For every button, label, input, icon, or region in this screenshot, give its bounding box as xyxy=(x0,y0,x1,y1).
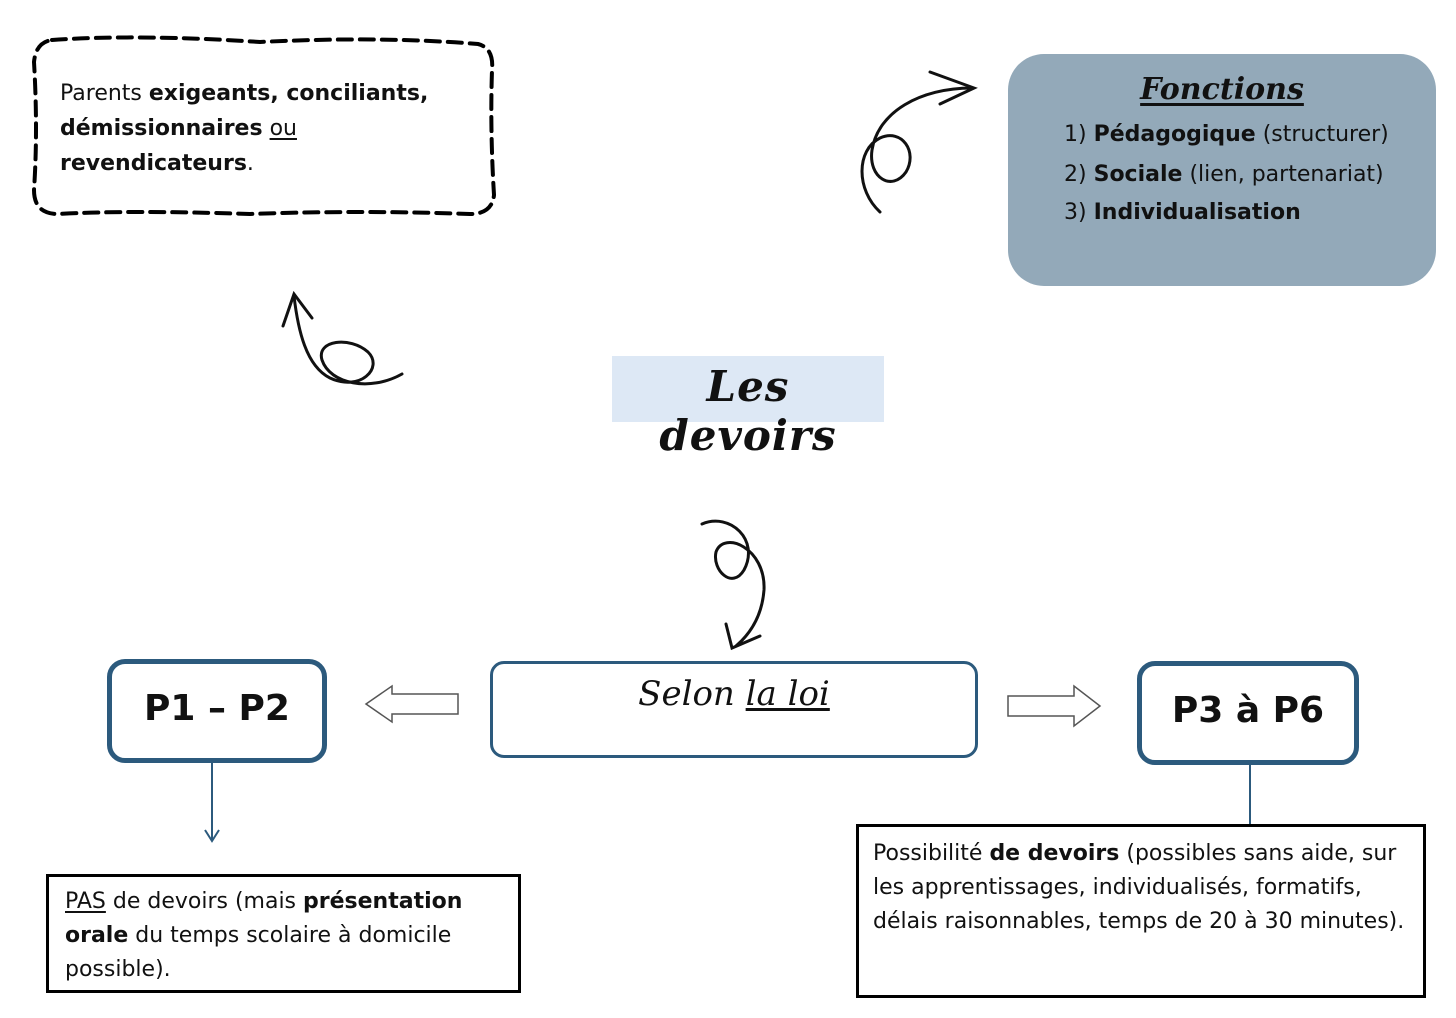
fonction-number: 3) xyxy=(1064,200,1087,225)
parents-types-3: revendicateurs xyxy=(60,151,247,176)
fonctions-title: Fonctions xyxy=(1140,72,1304,107)
fonction-number: 1) xyxy=(1064,122,1087,147)
curly-arrow-up-icon xyxy=(281,290,404,386)
parents-types-2: démissionnaires xyxy=(60,116,263,141)
title-box: Les devoirs xyxy=(612,356,884,460)
parents-or: ou xyxy=(269,116,297,141)
level-box-p3-p6: P3 à P6 xyxy=(1137,661,1359,765)
parents-dashed-border xyxy=(31,35,497,217)
level-label-p3-p6: P3 à P6 xyxy=(1171,690,1325,731)
parents-prefix: Parents xyxy=(60,81,149,106)
curly-arrow-right-icon xyxy=(860,70,978,214)
connector-left xyxy=(204,762,220,843)
note-left-text-1: de devoirs (mais xyxy=(105,889,304,914)
fonction-name: Individualisation xyxy=(1093,200,1301,225)
note-right-text-1: Possibilité xyxy=(873,841,990,866)
page-title: Les devoirs xyxy=(659,362,837,460)
level-label-p1-p2: P1 – P2 xyxy=(144,688,290,729)
fonction-name: Sociale xyxy=(1093,162,1183,187)
la-loi-label: la loi xyxy=(745,674,830,714)
fonction-item: 2) Sociale (lien, partenariat) xyxy=(1064,162,1384,187)
selon-label: Selon xyxy=(638,674,746,714)
selon-la-loi-box: Selon la loi xyxy=(490,661,978,758)
fonction-number: 2) xyxy=(1064,162,1087,187)
note-p3-p6: Possibilité de devoirs (possibles sans a… xyxy=(856,824,1426,998)
parents-text: Parents exigeants, conciliants, démission… xyxy=(60,76,440,181)
fonction-name: Pédagogique xyxy=(1093,122,1256,147)
curly-arrow-down-icon xyxy=(700,519,766,651)
note-left-pas: PAS xyxy=(65,889,106,914)
block-arrow-right-icon xyxy=(1007,684,1102,728)
parents-types-1: exigeants, conciliants, xyxy=(148,81,429,106)
note-left-bold: présentation orale xyxy=(65,889,463,948)
parents-suffix: . xyxy=(246,151,254,176)
fonction-item: 3) Individualisation xyxy=(1064,200,1301,225)
fonctions-box: Fonctions 1) Pédagogique (structurer) 2)… xyxy=(1008,54,1436,286)
note-p1-p2: PAS de devoirs (mais présentation orale … xyxy=(46,874,521,993)
note-right-bold: de devoirs xyxy=(989,841,1120,866)
block-arrow-left-icon xyxy=(364,684,459,724)
level-box-p1-p2: P1 – P2 xyxy=(107,659,327,763)
selon-la-loi-label: Selon la loi xyxy=(493,674,975,714)
note-left-text-2: du temps scolaire à domicile possible). xyxy=(65,923,452,982)
fonction-detail: (structurer) xyxy=(1255,122,1389,147)
fonction-detail: (lien, partenariat) xyxy=(1182,162,1384,187)
fonction-item: 1) Pédagogique (structurer) xyxy=(1064,122,1389,147)
note-right-text-2: (possibles sans aide, sur les apprentiss… xyxy=(873,841,1405,934)
